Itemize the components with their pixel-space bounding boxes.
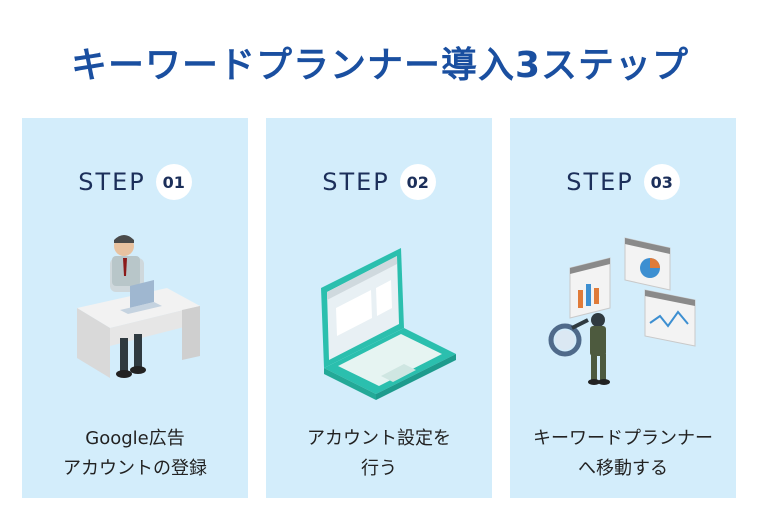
step-header: STEP 01 <box>22 164 248 200</box>
page-title: キーワードプランナー導入3ステップ <box>70 45 690 86</box>
step-header: STEP 02 <box>266 164 492 200</box>
step-header: STEP 03 <box>510 164 736 200</box>
step-caption: Google広告 アカウントの登録 <box>22 424 248 484</box>
caption-line: アカウントの登録 <box>63 458 207 479</box>
step-caption: キーワードプランナー へ移動する <box>510 424 736 484</box>
step-card-1: STEP 01 Google広告 アカウントの登録 <box>22 118 248 498</box>
step-card-3: STEP 03 キーワードプランナー へ移動する <box>510 118 736 498</box>
laptop-icon <box>321 248 456 400</box>
step-card-2: STEP 02 アカウント設定を 行う <box>266 118 492 498</box>
step-label: STEP <box>322 168 390 196</box>
step-label: STEP <box>78 168 146 196</box>
caption-line: キーワードプランナー <box>533 428 713 449</box>
step-number-badge: 03 <box>643 164 680 200</box>
caption-line: Google広告 <box>85 428 185 449</box>
step-number-badge: 01 <box>155 164 192 200</box>
step-number-badge: 02 <box>399 164 436 200</box>
caption-line: 行う <box>361 458 397 479</box>
analysis-charts-icon <box>548 237 696 385</box>
caption-line: アカウント設定を <box>307 428 451 449</box>
step-label: STEP <box>566 168 634 196</box>
caption-line: へ移動する <box>578 458 668 479</box>
step-caption: アカウント設定を 行う <box>266 424 492 484</box>
man-at-desk-icon <box>77 235 200 378</box>
